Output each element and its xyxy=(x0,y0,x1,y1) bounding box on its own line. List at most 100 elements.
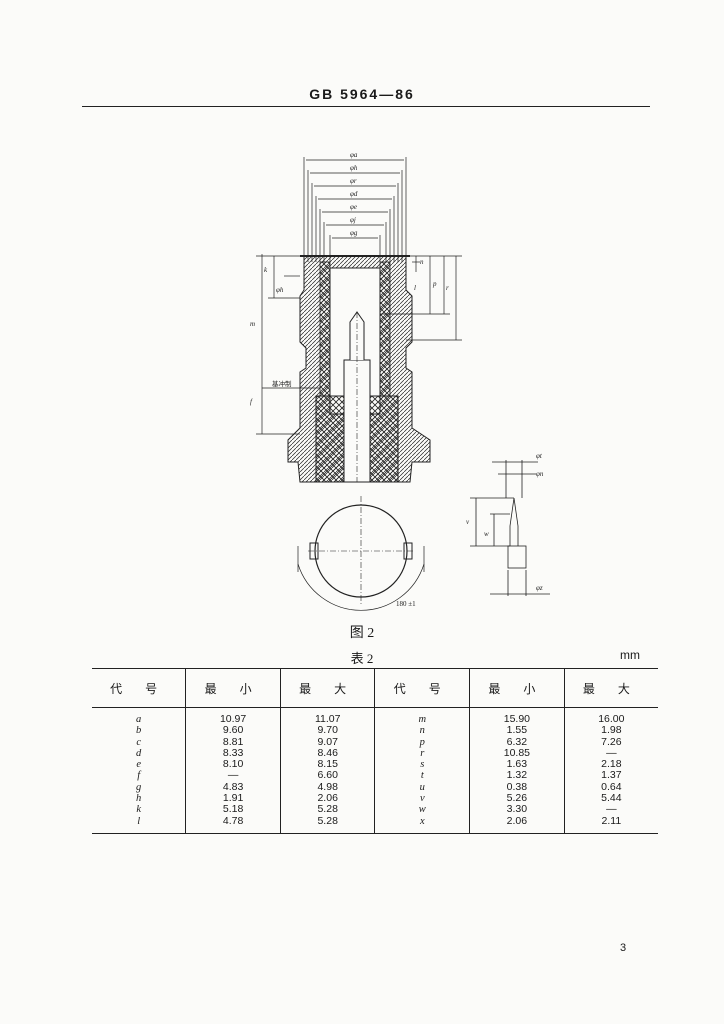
left-label-m: m xyxy=(250,320,255,328)
col-header-code-2: 代 号 xyxy=(374,668,471,708)
table-cell-code: e xyxy=(92,759,187,771)
col-header-max-2: 最 大 xyxy=(564,668,658,708)
technical-drawing: φa φh φr φd φe φj φg k φh m f 基冲制 xyxy=(250,151,550,611)
table-cell-code: l xyxy=(92,815,187,834)
dim-label-d: φd xyxy=(350,190,358,198)
table-cell-value: 2.06 xyxy=(280,792,376,805)
table-cell-code: f xyxy=(92,770,187,782)
page-header: GB 5964—86 xyxy=(309,86,415,102)
table-cell-value: 5.44 xyxy=(601,792,622,805)
table-cell-code: d xyxy=(92,747,187,760)
right-dimensions xyxy=(380,255,462,341)
table-cell-code: m xyxy=(374,707,471,726)
table-cell-value: 4.98 xyxy=(280,781,376,794)
detail-label-z: φz xyxy=(536,584,543,592)
col-header-max-1: 最 大 xyxy=(280,668,376,708)
col-header-code-1: 代 号 xyxy=(92,668,187,708)
table-cell-value: 1.63 xyxy=(469,758,565,771)
table-cell-value: — xyxy=(185,770,281,782)
table-cell-value: 11.07 xyxy=(280,707,376,726)
connector-body-section xyxy=(287,255,431,483)
right-label-n: n xyxy=(420,258,424,266)
table-cell-code: a xyxy=(92,707,187,726)
header-rule xyxy=(82,106,650,107)
table-cell-value: 1.55 xyxy=(469,724,565,737)
table-cell-code: g xyxy=(92,781,187,794)
table-cell-value: 7.26 xyxy=(601,735,622,748)
table-cell-value: — xyxy=(606,803,617,816)
angle-label: 180 ±1 xyxy=(396,600,416,608)
table-cell-value: 4.83 xyxy=(185,781,281,794)
table-cell-value: 0.38 xyxy=(469,781,565,794)
left-label-k: k xyxy=(264,266,268,274)
table-cell-value: 8.81 xyxy=(185,736,281,748)
dim-label-h: φh xyxy=(350,164,358,172)
dim-label-j: φj xyxy=(350,216,356,224)
detail-label-t: φt xyxy=(536,452,543,460)
table-cell-value: 0.64 xyxy=(601,780,622,793)
dim-label-g: φg xyxy=(350,229,358,237)
table-caption: 表 2 xyxy=(350,651,374,666)
table-cell-code: r xyxy=(374,747,471,760)
table-cell-value: 16.00 xyxy=(598,713,625,725)
table-cell-code: x xyxy=(374,815,471,834)
table-cell-code: s xyxy=(374,759,471,771)
table-cell-value: 5.28 xyxy=(280,815,376,834)
table-cell-code: b xyxy=(92,725,187,737)
left-label-f: f xyxy=(250,398,253,406)
table-header-row: 代 号 最 小 最 大 代 号 最 小 最 大 xyxy=(92,668,658,708)
table-cell-value: 3.30 xyxy=(469,804,565,816)
detail-label-w: w xyxy=(484,530,489,538)
diameter-dimension-lines xyxy=(303,157,407,262)
right-label-l: l xyxy=(414,284,416,292)
dim-label-a: φa xyxy=(350,151,358,159)
right-label-p: p xyxy=(432,280,437,288)
figure-caption: 图 2 xyxy=(349,626,375,641)
left-label-h: φh xyxy=(276,286,284,294)
table-cell-value: 1.91 xyxy=(185,792,281,805)
pin-detail-view xyxy=(470,460,550,596)
dim-label-e: φe xyxy=(350,203,357,211)
table-cell-value: 5.26 xyxy=(469,792,565,805)
table-cell-code: n xyxy=(374,725,471,737)
detail-label-v: v xyxy=(466,518,470,526)
table-cell-value: 9.70 xyxy=(280,724,376,737)
table-cell-value: 8.15 xyxy=(280,758,376,771)
table-cell-code: t xyxy=(374,770,471,782)
table-cell-code: u xyxy=(374,781,471,794)
table-cell-value: 9.60 xyxy=(185,724,281,737)
table-cell-value: 9.07 xyxy=(280,736,376,748)
table-cell-value: 1.98 xyxy=(601,724,622,737)
dim-label-r: φr xyxy=(350,177,357,185)
table-cell-value: 10.85 xyxy=(469,747,565,760)
table-cell-value: 8.10 xyxy=(185,758,281,771)
table-cell-value: 8.46 xyxy=(280,747,376,760)
table-cell-code: h xyxy=(92,793,187,805)
note-label: 基冲制 xyxy=(272,379,292,388)
table-cell-value: 1.37 xyxy=(601,769,622,782)
left-dimensions xyxy=(256,254,320,435)
table-cell-code: k xyxy=(92,804,187,816)
table-unit: mm xyxy=(620,648,640,662)
table-cell-value: 6.32 xyxy=(469,736,565,748)
table-cell-value: 6.60 xyxy=(280,770,376,782)
table-cell-value: 2.18 xyxy=(601,758,622,771)
table-cell-value: 1.32 xyxy=(469,770,565,782)
detail-label-n: φn xyxy=(536,470,544,478)
table-cell-value: 15.90 xyxy=(469,707,565,726)
page-number: 3 xyxy=(620,942,627,954)
table-cell-value: 10.97 xyxy=(185,707,281,726)
table-cell-value: — xyxy=(606,746,617,759)
table-cell-value: 4.78 xyxy=(185,815,281,834)
table-cell-code: v xyxy=(374,793,471,805)
table-cell-value: 5.18 xyxy=(185,804,281,816)
table-cell-value: 2.11 xyxy=(564,815,658,834)
